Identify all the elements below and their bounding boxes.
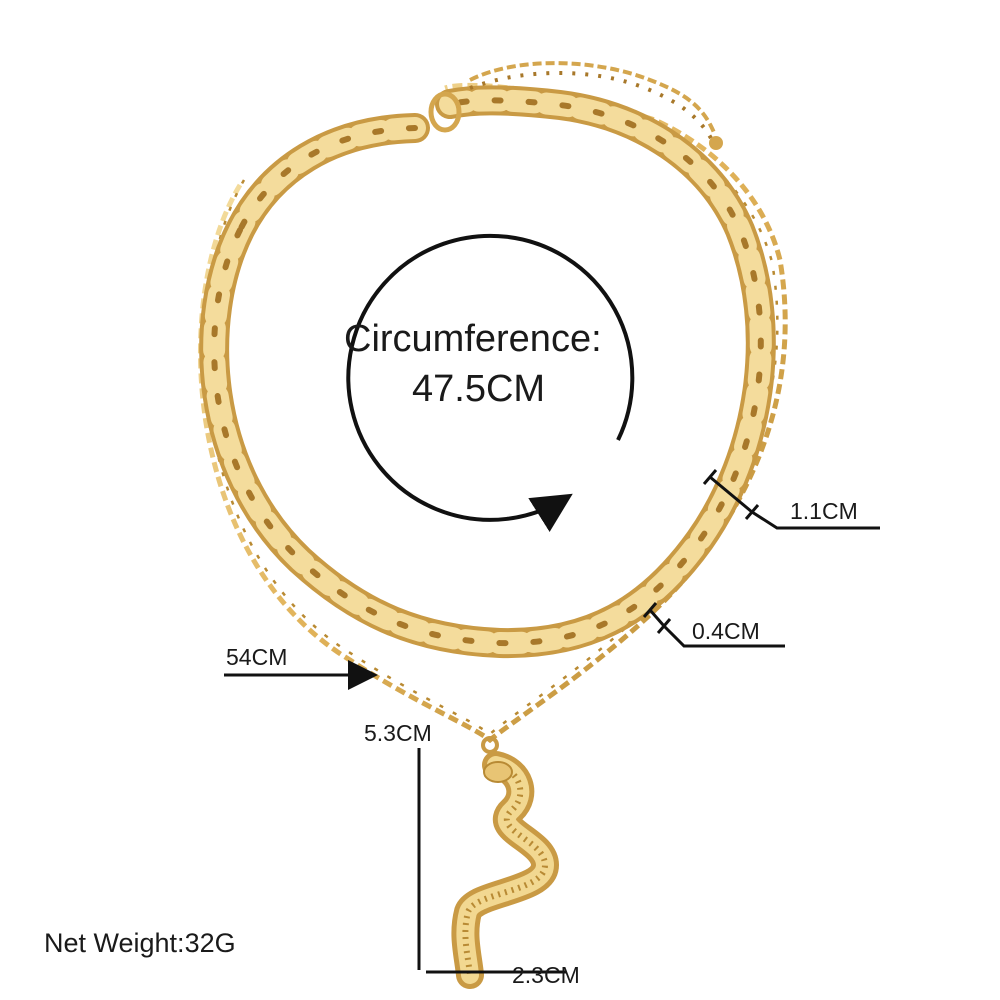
pendant-height-label: 5.3CM (364, 720, 432, 746)
circumference-label: Circumference: (344, 318, 602, 360)
thin-chain-width-label: 0.4CM (692, 618, 760, 644)
snake-pendant (451, 736, 560, 989)
circumference-arrow (346, 233, 635, 532)
clasp-extender (428, 61, 723, 150)
dimension-lines (224, 469, 880, 974)
net-weight-label: Net Weight:32G (44, 928, 236, 958)
pendant-width-label: 2.3CM (512, 962, 580, 988)
circumference-value: 47.5CM (412, 368, 546, 410)
thick-chain (199, 85, 776, 659)
thick-chain-width-label: 1.1CM (790, 498, 858, 524)
chain-length-label: 54CM (226, 644, 288, 670)
